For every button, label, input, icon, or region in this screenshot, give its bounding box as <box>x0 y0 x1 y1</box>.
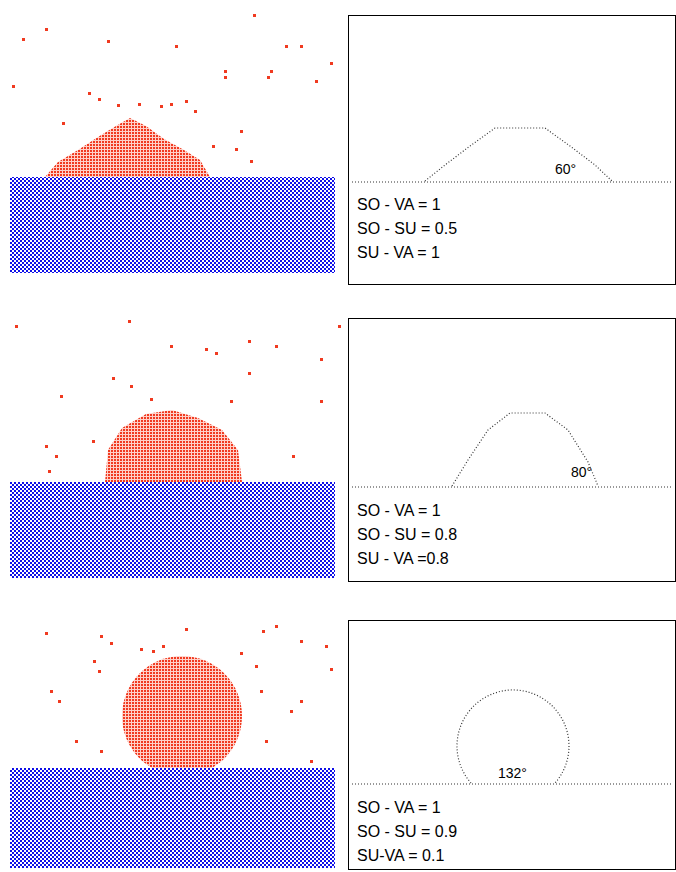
droplet <box>45 118 210 177</box>
interaction-parameter: SO - VA = 1 <box>357 799 441 817</box>
droplet-profile <box>457 690 569 783</box>
interaction-parameter: SO - SU = 0.9 <box>357 823 457 841</box>
substrate-line <box>352 486 673 487</box>
substrate-line <box>352 181 673 182</box>
droplet <box>105 410 242 482</box>
substrate <box>10 768 335 868</box>
contact-angle: 80° <box>571 465 592 480</box>
interaction-parameter: SO - VA = 1 <box>357 502 441 520</box>
vapour-particles <box>45 625 333 763</box>
substrate <box>10 177 335 273</box>
interaction-parameter: SO - SU = 0.5 <box>357 220 457 238</box>
vapour-particles <box>12 14 333 163</box>
interaction-parameter: SO - VA = 1 <box>357 196 441 214</box>
substrate <box>10 482 335 578</box>
interaction-parameter: SO - SU = 0.8 <box>357 526 457 544</box>
interaction-parameter: SU - VA = 1 <box>357 244 440 262</box>
droplet-profile <box>452 413 598 486</box>
droplet-profile <box>425 128 612 181</box>
result-panel: 132° SO - VA = 1 SO - SU = 0.9SU-VA = 0.1 <box>348 620 676 870</box>
interaction-parameter: SU-VA = 0.1 <box>357 847 444 865</box>
result-panel: 80° SO - VA = 1 SO - SU = 0.8 SU - VA =0.8 <box>348 318 676 582</box>
interaction-parameter: SU - VA =0.8 <box>357 550 449 568</box>
vapour-particles <box>15 320 341 473</box>
contact-angle: 60° <box>555 162 576 177</box>
result-panel: 60° SO - VA = 1 SO - SU = 0.5 SU - VA = 1 <box>348 15 676 285</box>
droplet <box>122 656 242 776</box>
contact-angle: 132° <box>498 766 527 781</box>
substrate-line <box>352 783 673 784</box>
